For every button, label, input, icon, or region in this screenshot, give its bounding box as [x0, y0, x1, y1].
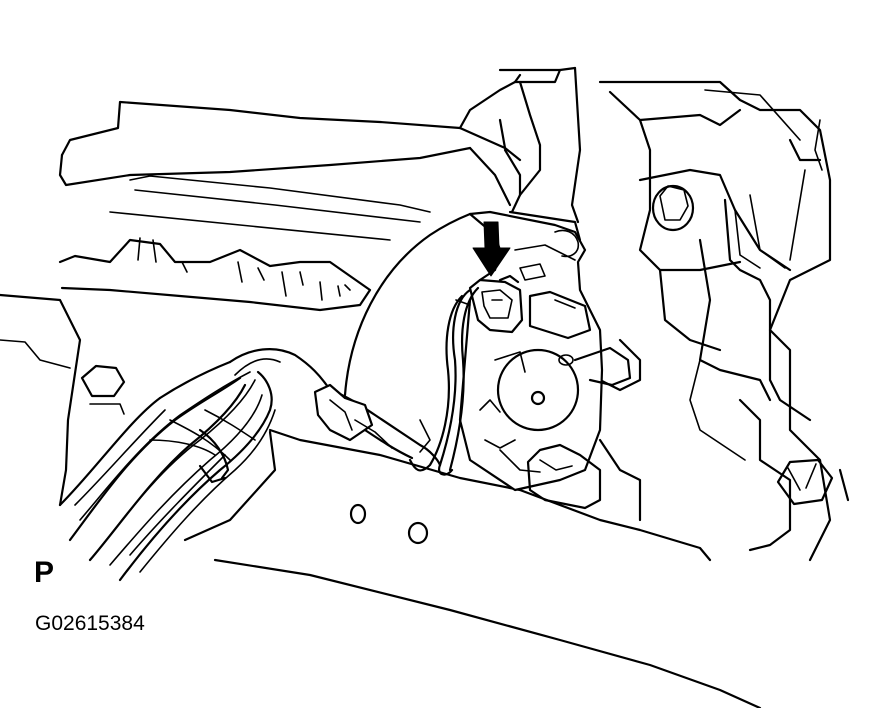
- wire-harness-main: [58, 348, 332, 582]
- view-letter: P: [34, 556, 55, 589]
- routed-wire: [313, 383, 442, 467]
- figure-id: G02615384: [35, 612, 145, 635]
- down-arrow: [472, 221, 511, 277]
- housing-dome: [343, 66, 582, 397]
- intake-manifold: [58, 100, 522, 312]
- connector: [468, 274, 524, 334]
- right-bracket: [598, 80, 850, 562]
- case-plate: [183, 428, 762, 708]
- wire-harness-short: [408, 286, 480, 476]
- lower-casting: [0, 293, 126, 507]
